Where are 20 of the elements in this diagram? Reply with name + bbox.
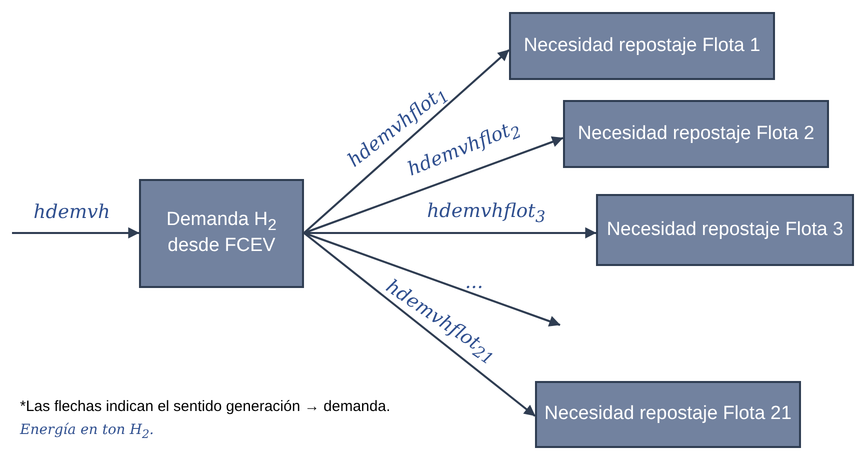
process-box	[563, 100, 829, 168]
arrow	[304, 227, 596, 238]
box-label: Necesidad repostaje Flota 2	[578, 122, 814, 146]
box-label: Necesidad repostaje Flota 21	[544, 403, 792, 426]
edge-label: hdemvh	[34, 201, 110, 223]
arrow	[303, 49, 510, 234]
process-box	[535, 381, 801, 448]
box-label: Demanda H$_{2}$ desde FCEV	[165, 208, 278, 258]
arrow	[304, 136, 564, 234]
arrow	[303, 232, 536, 417]
footnote: Energía en ton H$_{2}$.	[20, 422, 154, 441]
edge-label: hdemvhflot$_{3}$	[427, 200, 546, 226]
process-box	[139, 179, 304, 288]
arrow	[304, 232, 560, 326]
footnote: *Las flechas indican el sentido generación → demanda.	[20, 398, 390, 415]
process-box	[596, 194, 854, 266]
box-label: Necesidad repostaje Flota 1	[524, 34, 760, 58]
arrow	[12, 227, 140, 238]
process-box	[509, 12, 775, 80]
box-label: Necesidad repostaje Flota 3	[606, 218, 844, 242]
